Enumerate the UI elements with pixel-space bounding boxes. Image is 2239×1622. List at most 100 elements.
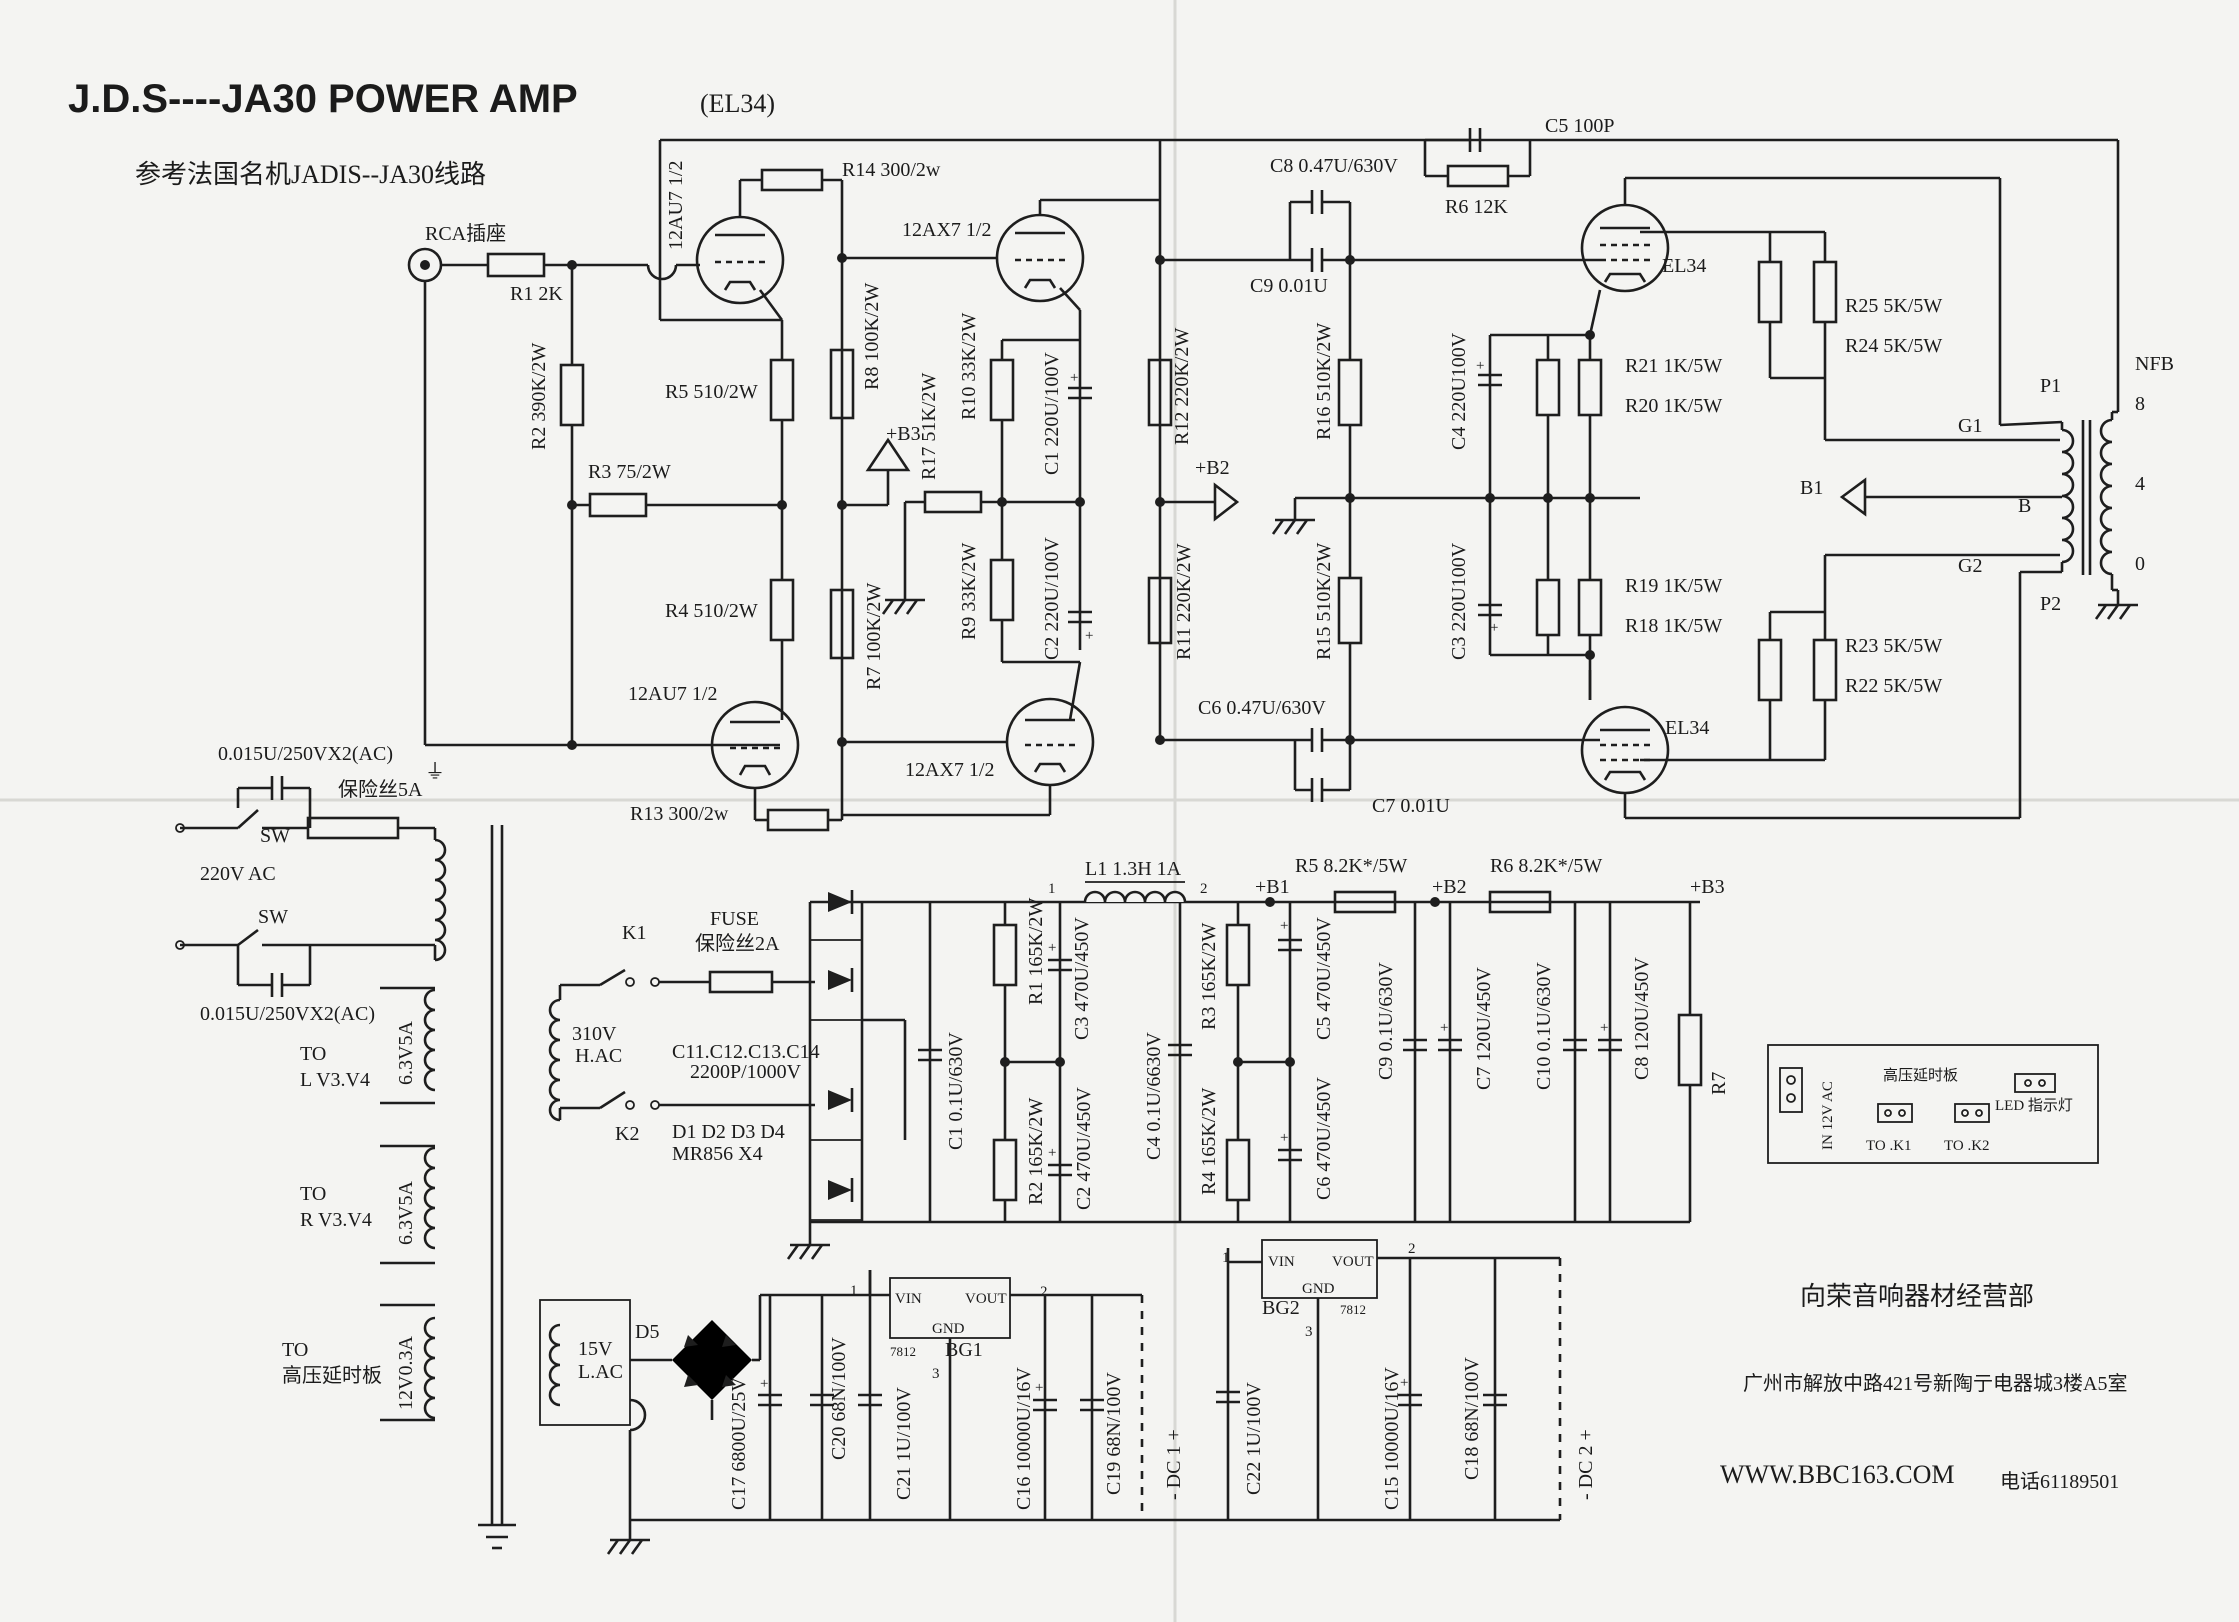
- hv-winding: [548, 998, 561, 1122]
- resistor-r23: [1757, 638, 1783, 702]
- resistor-r13: [766, 808, 830, 832]
- c1-label: C1 220U/100V: [1041, 352, 1063, 475]
- bg2-pin1: 1: [1222, 1250, 1230, 1266]
- tap4-label: 4: [2135, 473, 2145, 495]
- r16-label: R16 510K/2W: [1313, 323, 1335, 440]
- hv-c7-label: C7 120U/450V: [1473, 967, 1495, 1090]
- svg-text:+: +: [1476, 358, 1484, 374]
- r9-label: R9 33K/2W: [958, 543, 980, 640]
- fuse-cn-label: 保险丝2A: [695, 932, 780, 955]
- bg2-vin: VIN: [1268, 1254, 1295, 1270]
- hv-winding-t: H.AC: [575, 1045, 622, 1067]
- bg2-gnd: GND: [1302, 1281, 1335, 1297]
- bg2-pin3: 3: [1305, 1324, 1313, 1340]
- title-subtitle: 参考法国名机JADIS--JA30线路: [135, 160, 486, 189]
- hv-c6-label: C6 470U/450V: [1313, 1077, 1335, 1200]
- hv-resistor-r4: [1225, 1138, 1251, 1202]
- delay-led-connector: [2014, 1073, 2056, 1093]
- w2-to: TO: [300, 1183, 326, 1205]
- nfb-label: NFB: [2135, 353, 2174, 375]
- b2-pointer: [1213, 482, 1240, 522]
- c2-label: C2 220U/100V: [1041, 537, 1063, 660]
- transformer-primary: [434, 838, 447, 962]
- tube2-label: 12AU7 1/2: [628, 683, 717, 705]
- r13-label: R13 300/2w: [630, 803, 729, 825]
- tube-12ax7-lower: [1005, 697, 1095, 787]
- bg2-reg: 7812: [1340, 1302, 1366, 1317]
- resistor-r11: [1147, 576, 1173, 645]
- hv-c3-label: C3 470U/450V: [1071, 917, 1093, 1040]
- mains-cap-bottom-label: 0.015U/250VX2(AC): [200, 1003, 375, 1025]
- r24-label: R24 5K/5W: [1845, 335, 1942, 357]
- tube-12ax7-upper: [995, 213, 1085, 303]
- svg-text:+: +: [1440, 1020, 1448, 1036]
- w2-label: 6.3V5A: [395, 1181, 417, 1245]
- fuse-en-label: FUSE: [710, 908, 759, 930]
- shop-web: WWW.BBC163.COM: [1720, 1460, 1955, 1489]
- b3-label: +B3: [886, 423, 921, 445]
- sw1-label: SW: [260, 825, 290, 847]
- lv-winding: [548, 1323, 561, 1407]
- svg-text:+: +: [1600, 1020, 1608, 1036]
- r25-label: R25 5K/5W: [1845, 295, 1942, 317]
- shop-phone: 电话61189501: [2000, 1470, 2119, 1493]
- resistor-r9: [989, 558, 1015, 622]
- hv-resistor-r7: [1677, 1013, 1703, 1087]
- amplifier-section: RCA插座 R1 2K ⏚ R2 390K/2W R3 75/2W 12AU7 …: [407, 115, 2174, 832]
- svg-text:+: +: [1400, 1375, 1408, 1391]
- delay-board-title: 高压延时板: [1883, 1066, 1958, 1084]
- hv-resistor-r5: [1333, 890, 1397, 914]
- svg-text:+: +: [1490, 620, 1498, 636]
- resistor-r8: [829, 348, 855, 420]
- title-tube: (EL34): [700, 89, 775, 118]
- bg2-pin2: 2: [1408, 1241, 1416, 1257]
- g1-label: G1: [1958, 415, 1982, 437]
- hv-r2-label: R2 165K/2W: [1025, 1098, 1047, 1205]
- tap8-label: 8: [2135, 393, 2145, 415]
- hv-c8-label: C8 120U/450V: [1631, 957, 1653, 1080]
- svg-text:+: +: [1070, 370, 1078, 386]
- hv-diodes-label: D1 D2 D3 D4: [672, 1121, 785, 1143]
- resistor-r21-left: [1535, 358, 1561, 417]
- r2-label: R2 390K/2W: [528, 343, 550, 450]
- hv-r5-label: R5 8.2K*/5W: [1295, 855, 1407, 877]
- r6-label: R6 12K: [1445, 196, 1508, 218]
- hv-c5-label: C5 470U/450V: [1313, 917, 1335, 1040]
- resistor-r14: [760, 168, 824, 192]
- fuse-2a: [708, 970, 774, 994]
- r18-label: R18 1K/5W: [1625, 615, 1722, 637]
- resistor-r7: [829, 588, 855, 660]
- r5-label: R5 510/2W: [665, 381, 758, 403]
- c8-label: C8 0.47U/630V: [1270, 155, 1398, 177]
- resistor-r17: [923, 490, 983, 514]
- l1-label: L1 1.3H 1A: [1085, 858, 1182, 880]
- w1-dest: L V3.V4: [300, 1069, 370, 1091]
- hv-c4-label: C4 0.1U/6630V: [1143, 1032, 1165, 1160]
- w3-dest: 高压延时板: [282, 1364, 382, 1387]
- svg-text:+: +: [1048, 1145, 1056, 1161]
- c16-label: C16 10000U/16V: [1013, 1367, 1035, 1510]
- r1-label: R1 2K: [510, 283, 563, 305]
- c21-label: C21 1U/100V: [893, 1387, 915, 1500]
- resistor-r4: [769, 578, 795, 642]
- hv-b2-label: +B2: [1432, 876, 1467, 898]
- delay-k1-label: TO .K1: [1866, 1138, 1912, 1154]
- output-transformer-secondary: [2099, 418, 2113, 576]
- w3-label: 12V0.3A: [395, 1336, 417, 1410]
- tube5-label: EL34: [1662, 255, 1706, 277]
- resistor-r15: [1337, 576, 1363, 645]
- svg-text:+: +: [1035, 1380, 1043, 1396]
- delay-k1-connector: [1877, 1103, 1913, 1123]
- delay-k2-connector: [1954, 1103, 1990, 1123]
- resistor-r2: [559, 363, 585, 427]
- b1-pointer: [1839, 477, 1867, 517]
- hv-c2-label: C2 470U/450V: [1073, 1087, 1095, 1210]
- d5-label: D5: [635, 1321, 659, 1343]
- tube-el34-lower: [1580, 705, 1670, 795]
- hv-resistor-r6: [1488, 890, 1552, 914]
- tube1-label: 12AU7 1/2: [665, 161, 687, 250]
- delay-k2-label: TO .K2: [1944, 1138, 1990, 1154]
- sw2-label: SW: [258, 906, 288, 928]
- hv-r4-label: R4 165K/2W: [1198, 1088, 1220, 1195]
- b2-label: +B2: [1195, 457, 1230, 479]
